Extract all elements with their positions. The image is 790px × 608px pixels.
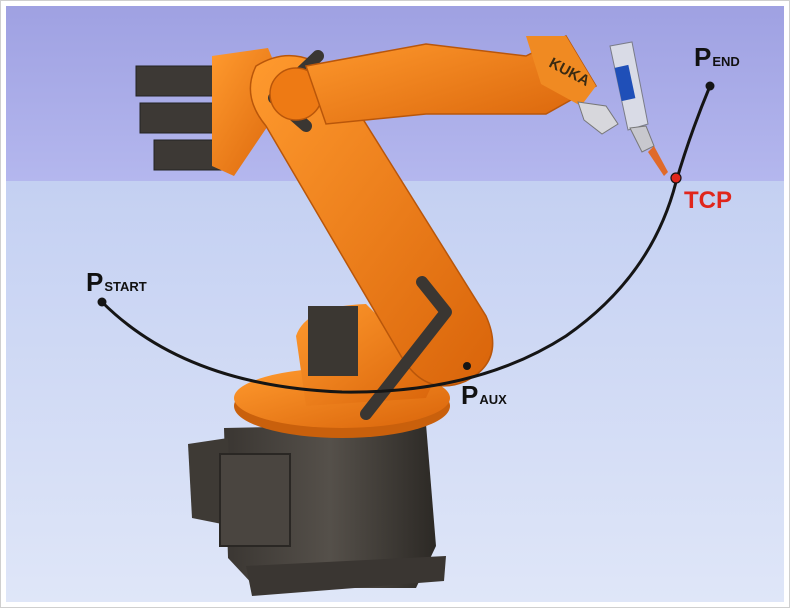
aux-point-label: PAUX bbox=[461, 380, 507, 410]
end-label-main: P bbox=[694, 42, 711, 72]
robot-base bbox=[188, 424, 446, 596]
aux-label-main: P bbox=[461, 380, 478, 410]
robot-upper-arm bbox=[249, 50, 494, 420]
start-point-marker bbox=[97, 297, 107, 307]
end-label-sub: END bbox=[712, 54, 739, 69]
robot-path-scene: KUKA PSTART PAUX PEND TCP bbox=[6, 6, 784, 602]
start-label-sub: START bbox=[104, 279, 146, 294]
aux-point-marker bbox=[463, 362, 471, 370]
robot-wrist-tool bbox=[577, 41, 668, 176]
start-label-main: P bbox=[86, 267, 103, 297]
aux-label-sub: AUX bbox=[479, 392, 507, 407]
end-point-label: PEND bbox=[694, 42, 740, 72]
scene-svg: KUKA PSTART PAUX PEND TCP bbox=[6, 6, 784, 602]
end-point-marker bbox=[705, 81, 715, 91]
tcp-label: TCP bbox=[684, 187, 732, 214]
tcp-point-marker bbox=[670, 172, 682, 184]
start-point-label: PSTART bbox=[86, 267, 147, 297]
robot-forearm bbox=[305, 35, 598, 125]
